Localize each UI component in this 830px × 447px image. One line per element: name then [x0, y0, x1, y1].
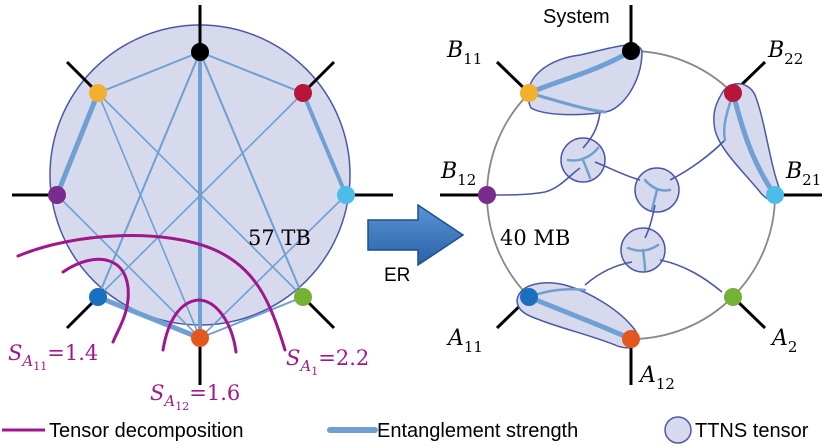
entropy-label-a1: SA1=2.2	[286, 346, 369, 378]
right-network-lines	[486, 111, 726, 293]
label-a2: A2	[770, 326, 797, 356]
label-a11: A11	[446, 326, 483, 356]
left-decomposition-cuts	[16, 234, 287, 354]
right-groups	[516, 44, 783, 349]
left-nodes	[48, 43, 355, 347]
label-b11: B11	[446, 38, 482, 68]
arrow-shape	[367, 203, 465, 267]
legend-ttns-label: TTNS tensor	[695, 420, 809, 442]
system-label: System	[543, 6, 610, 28]
right-node-a11	[520, 288, 538, 306]
left-node-b11	[89, 84, 107, 102]
arrow-label: ER	[384, 265, 410, 286]
left-node-system	[191, 43, 209, 61]
er-arrow: ER	[367, 203, 465, 286]
left-node-a11	[89, 288, 107, 306]
legend-ttns-swatch	[664, 416, 692, 444]
right-node-a2	[724, 288, 742, 306]
left-size-label: 57 TB	[248, 226, 311, 250]
right-size-label: 40 MB	[500, 226, 570, 250]
entropy-label-a11: SA11=1.4	[8, 341, 98, 373]
legend-entanglement-label: Entanglement strength	[377, 420, 578, 442]
left-node-a12	[191, 329, 209, 347]
right-node-b12	[478, 186, 496, 204]
right-node-b21	[766, 186, 784, 204]
right-node-b22	[724, 84, 742, 102]
right-entanglement-lines	[526, 48, 778, 342]
right-node-a12	[622, 330, 640, 348]
left-node-b22	[294, 84, 312, 102]
label-b12: B12	[440, 159, 476, 189]
left-panel: 57 TB SA11=1.4 SA12=1.6 SA1=2.2	[8, 5, 393, 413]
right-panel: 40 MB System B11 B22 B12 B21 A11 A12 A2	[440, 5, 822, 393]
entropy-label-a12: SA12=1.6	[150, 381, 240, 413]
label-b22: B22	[767, 38, 803, 68]
right-node-b11	[520, 84, 538, 102]
left-node-a2	[294, 288, 312, 306]
right-node-system	[622, 42, 640, 60]
legend: Tensor decomposition Entanglement streng…	[2, 416, 809, 444]
label-b21: B21	[785, 159, 821, 189]
right-nodes	[478, 42, 784, 348]
left-node-b21	[337, 186, 355, 204]
label-a12: A12	[638, 363, 675, 393]
left-node-b12	[48, 186, 66, 204]
legend-decomposition-label: Tensor decomposition	[49, 420, 244, 442]
